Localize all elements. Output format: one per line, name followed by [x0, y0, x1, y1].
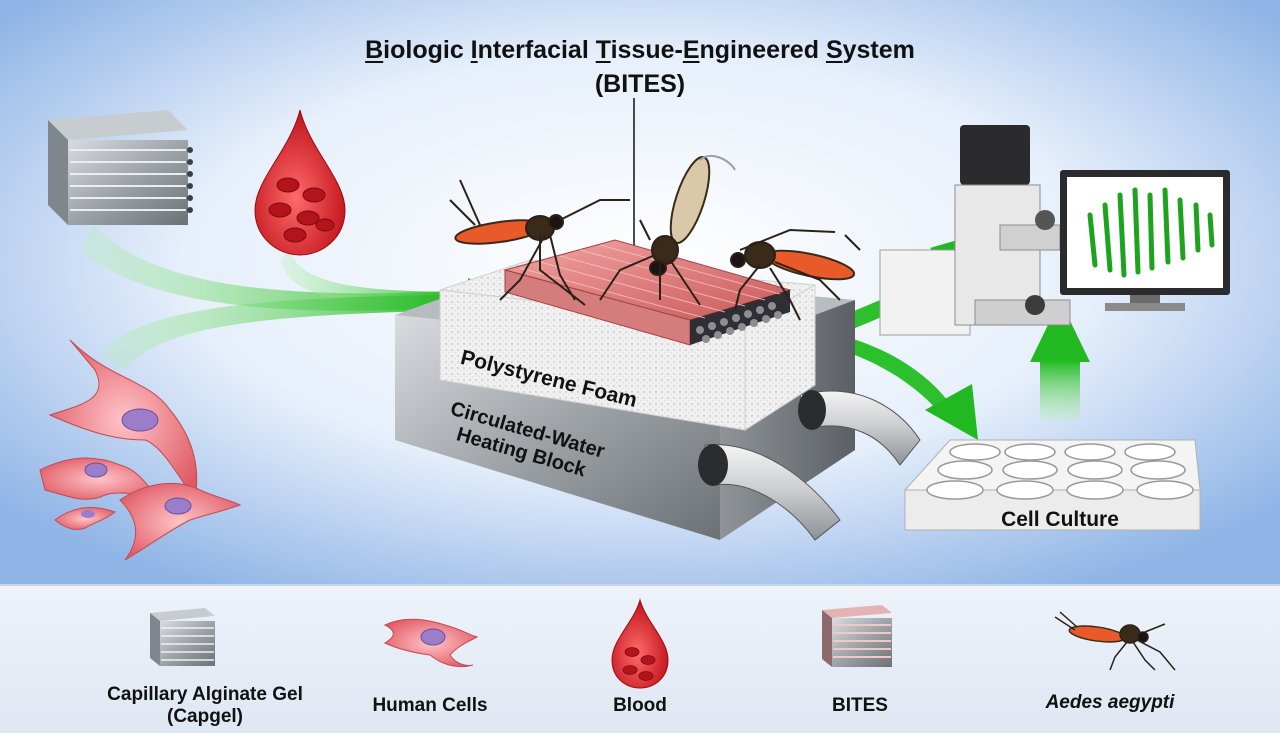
microscope-icon	[879, 125, 1080, 336]
capgel-block-icon	[48, 110, 193, 225]
legend-capgel-line2: (Capgel)	[167, 705, 243, 727]
mosquito-icon	[1054, 611, 1176, 671]
legend-bites-label: BITES	[832, 695, 888, 716]
culture-to-microscope-arrow-head	[1030, 300, 1090, 362]
bites-tissue-slab	[503, 239, 792, 346]
blood-drop-icon	[611, 598, 669, 689]
title-part-4: Engineered	[682, 36, 826, 64]
legend-blood-label: Blood	[613, 695, 667, 716]
mosquito-right	[730, 228, 861, 321]
cells-arrow	[100, 294, 470, 370]
human-cell-4	[54, 507, 117, 531]
blood-arrow	[280, 250, 470, 306]
water-tube-1	[799, 390, 921, 466]
blood-drop-large-icon	[254, 109, 346, 256]
to-culture-arrow-head	[925, 384, 978, 440]
water-tube-2	[704, 444, 841, 541]
monitor-icon	[1060, 170, 1230, 311]
cell-culture-label: Cell Culture	[1001, 508, 1119, 531]
legend-capgel-line1: Capillary Alginate Gel	[107, 684, 303, 705]
diagram-subtitle: (BITES)	[594, 70, 686, 98]
human-cell-icon	[383, 618, 479, 668]
legend-human-cells-label: Human Cells	[372, 695, 488, 716]
human-cell-3	[119, 482, 242, 561]
title-part-5: System	[825, 36, 915, 64]
mosquito-left	[449, 179, 630, 306]
bites-icon	[822, 605, 892, 667]
title-part-2: Interfacial	[470, 36, 596, 64]
diagram-title: Biologic Interfacial Tissue-Engineered S…	[0, 36, 1280, 65]
human-cells-large	[39, 339, 242, 561]
title-part-1: Biologic	[365, 36, 471, 64]
culture-to-microscope-arrow	[1040, 360, 1080, 420]
cell-culture-plate	[903, 439, 1201, 531]
title-part-3: Tissue-	[595, 36, 683, 64]
capgel-arrow	[80, 225, 470, 311]
legend-capgel-label: Capillary Alginate Gel (Capgel)	[50, 684, 360, 728]
legend-aedes-label: Aedes aegypti	[1045, 692, 1175, 713]
mosquito-center	[599, 154, 736, 306]
capgel-icon	[150, 608, 215, 666]
